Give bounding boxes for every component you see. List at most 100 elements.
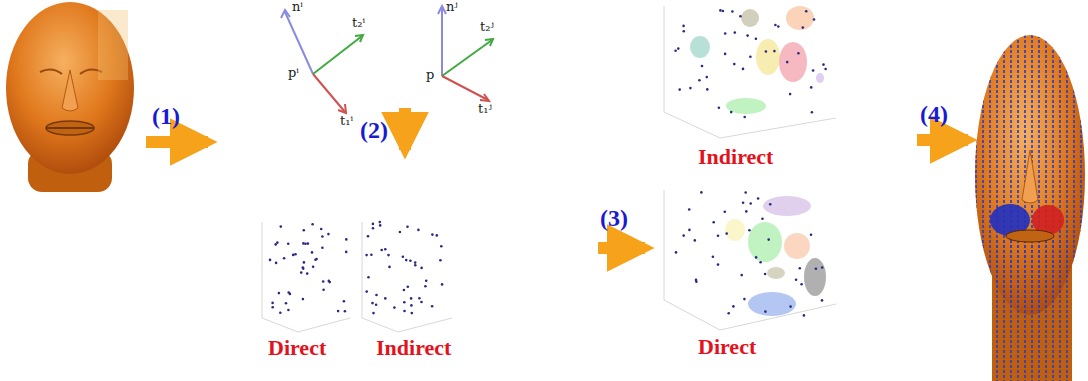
data-point: [367, 235, 370, 238]
data-point: [410, 297, 413, 300]
data-point: [410, 304, 413, 307]
data-point: [311, 251, 314, 254]
data-point: [439, 259, 442, 262]
data-point: [743, 116, 746, 119]
data-point: [379, 221, 382, 224]
plot-caption: Indirect: [698, 146, 773, 168]
data-point: [789, 305, 792, 308]
data-point: [678, 88, 681, 91]
vector-label: nⁱ: [292, 0, 303, 13]
data-point: [372, 223, 375, 226]
data-point: [688, 229, 691, 232]
data-point: [418, 297, 421, 300]
data-point: [746, 34, 749, 37]
data-point: [682, 25, 685, 28]
data-point: [799, 267, 802, 270]
data-point: [683, 30, 686, 33]
data-point: [379, 224, 382, 227]
data-point: [425, 280, 428, 283]
vector-label: t₂ʲ: [480, 20, 494, 33]
data-point: [727, 312, 730, 315]
data-point: [724, 53, 727, 56]
data-point: [321, 247, 324, 250]
data-point: [440, 245, 443, 248]
data-point: [417, 229, 420, 232]
data-point: [764, 310, 767, 313]
data-point: [761, 217, 764, 220]
data-point: [300, 271, 303, 274]
data-point: [733, 63, 736, 66]
data-point: [303, 229, 306, 232]
data-point: [384, 297, 387, 300]
data-point: [276, 241, 279, 244]
data-point: [294, 253, 297, 256]
data-point: [743, 298, 746, 301]
data-point: [701, 65, 704, 68]
vector-label: nʲ: [446, 0, 458, 13]
data-point: [370, 253, 373, 256]
data-point: [774, 24, 777, 27]
data-point: [749, 56, 752, 59]
data-point: [695, 279, 698, 282]
data-point: [822, 63, 825, 66]
step-number: (1): [152, 104, 180, 128]
vector-label: t₁ⁱ: [340, 114, 353, 127]
point-label: p: [426, 68, 434, 81]
data-point: [745, 210, 748, 213]
data-point: [712, 221, 715, 224]
data-point: [724, 32, 727, 35]
data-point: [371, 302, 374, 305]
data-point: [414, 261, 417, 264]
step-arrow: [146, 136, 208, 148]
data-point: [402, 255, 405, 258]
data-point: [755, 256, 758, 259]
data-point: [407, 285, 410, 288]
data-point: [372, 312, 375, 315]
data-point: [755, 37, 758, 40]
data-point: [315, 258, 318, 261]
data-point: [302, 267, 305, 270]
step-number: (3): [600, 206, 628, 230]
data-point: [717, 263, 720, 266]
data-point: [311, 223, 314, 226]
data-point: [283, 257, 286, 260]
data-point: [698, 79, 701, 82]
data-point: [271, 306, 274, 309]
data-point: [815, 268, 818, 271]
data-point: [275, 262, 278, 265]
data-point: [730, 111, 733, 114]
data-point: [302, 298, 305, 301]
data-point: [677, 47, 680, 50]
data-point: [365, 254, 368, 257]
data-point: [717, 234, 720, 237]
data-point: [722, 10, 725, 13]
data-point: [675, 251, 678, 254]
data-point: [328, 280, 331, 283]
data-point: [343, 300, 346, 303]
data-point: [789, 93, 792, 96]
data-point: [409, 260, 412, 263]
data-point: [821, 299, 824, 302]
data-point: [812, 69, 815, 72]
data-point: [813, 18, 816, 21]
data-point: [810, 86, 813, 89]
data-point: [393, 306, 396, 309]
data-point: [403, 310, 406, 313]
vector-label: t₁ʲ: [478, 102, 492, 115]
data-point: [388, 266, 391, 269]
data-point: [375, 303, 378, 306]
data-point: [367, 276, 370, 279]
data-point: [320, 228, 323, 231]
data-point: [312, 266, 315, 269]
data-point: [724, 211, 727, 214]
data-point: [269, 259, 272, 262]
data-point: [285, 302, 288, 305]
data-point: [403, 301, 406, 304]
data-point: [411, 312, 414, 315]
data-point: [742, 68, 745, 71]
data-point: [375, 294, 378, 297]
data-point: [436, 234, 439, 237]
data-point: [674, 50, 677, 53]
data-point: [322, 280, 325, 283]
